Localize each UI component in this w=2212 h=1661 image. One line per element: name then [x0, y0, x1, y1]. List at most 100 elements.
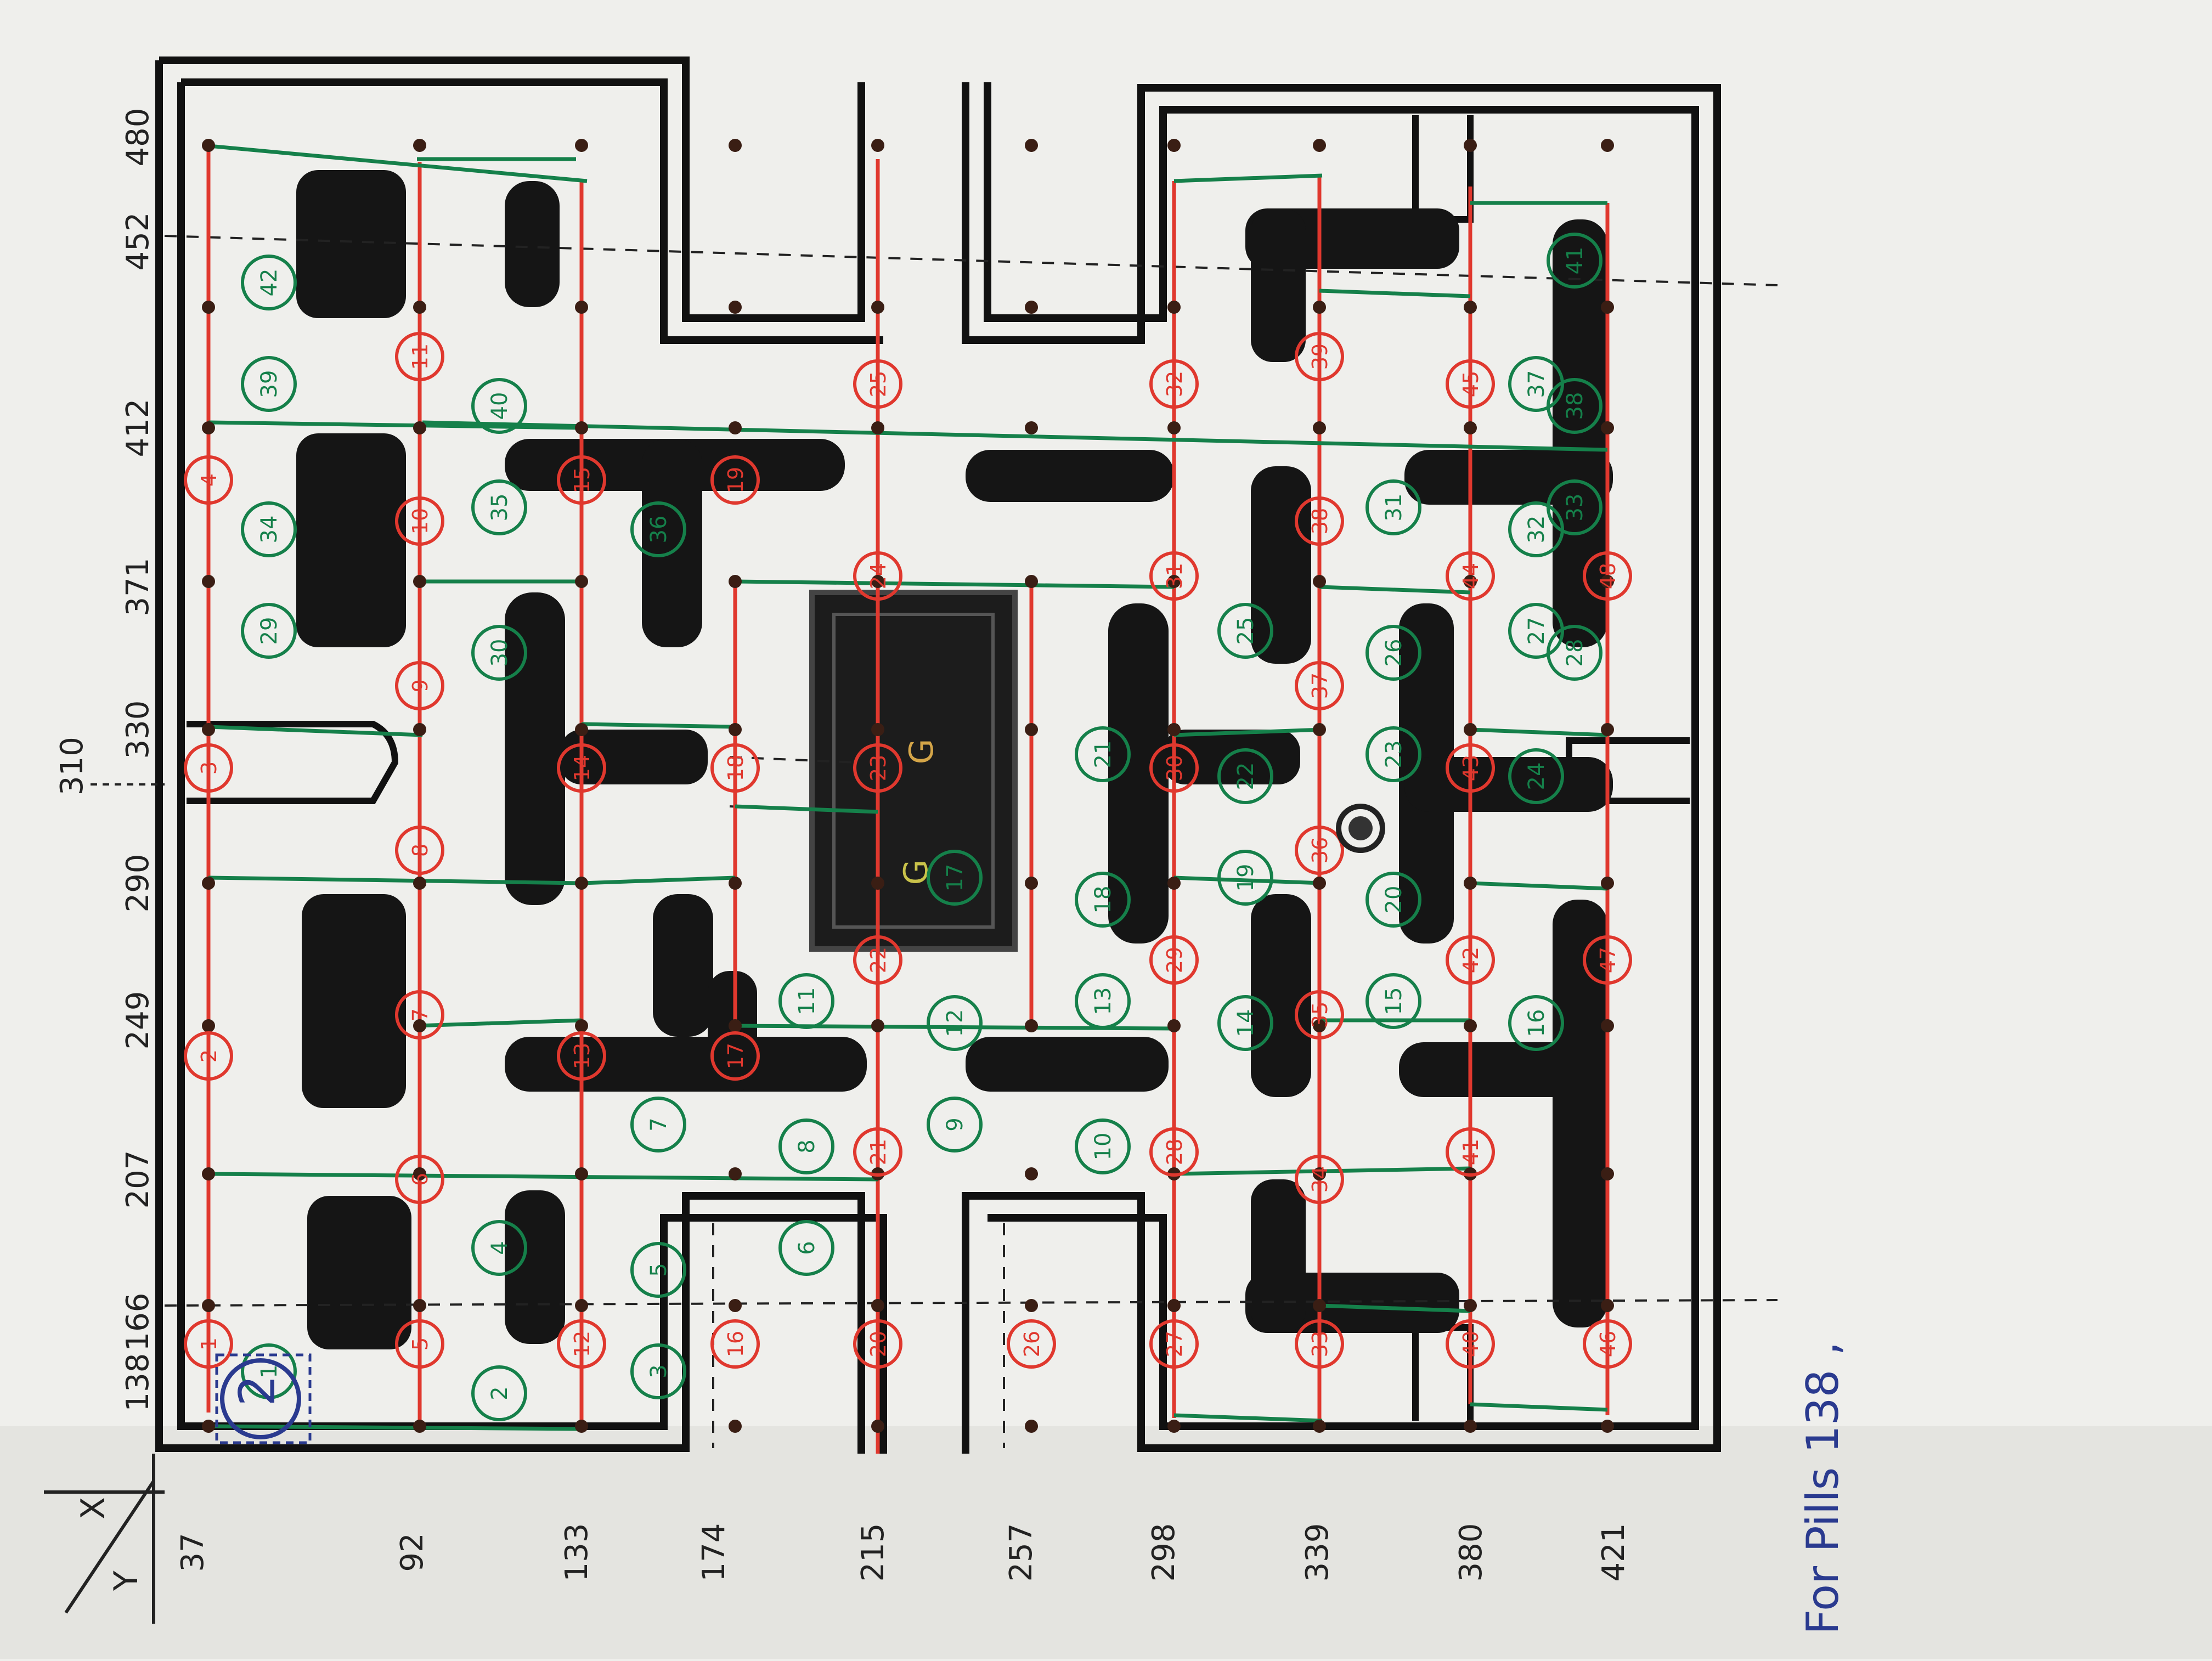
x-axis-label: X — [74, 1497, 112, 1519]
red-node: 47 — [1583, 935, 1632, 985]
junction-dot — [1464, 877, 1477, 890]
green-node-label: 18 — [1091, 886, 1116, 914]
red-node: 5 — [395, 1319, 444, 1369]
junction-dot — [1167, 1019, 1181, 1032]
green-node-label: 21 — [1091, 741, 1116, 769]
junction-dot — [202, 301, 215, 314]
green-node-label: 20 — [1381, 886, 1407, 914]
green-node: 17 — [927, 850, 983, 906]
red-node: 9 — [395, 661, 444, 710]
green-node: 29 — [241, 603, 297, 659]
red-node: 27 — [1149, 1319, 1199, 1369]
junction-dot — [1464, 1420, 1477, 1433]
green-node-label: 17 — [943, 864, 968, 892]
left-axis-label: 421 — [1596, 1523, 1632, 1582]
red-node-label: 25 — [866, 371, 890, 397]
green-node: 10 — [1075, 1118, 1131, 1174]
green-node: 3 — [630, 1343, 686, 1399]
junction-dot — [1167, 723, 1181, 736]
green-node: 7 — [630, 1097, 686, 1152]
junction-dot — [871, 575, 884, 588]
junction-dot — [1313, 1420, 1326, 1433]
red-node-label: 27 — [1163, 1331, 1187, 1357]
green-node-label: 26 — [1381, 639, 1407, 667]
red-node: 1 — [184, 1319, 233, 1369]
green-node-label: 6 — [794, 1241, 820, 1255]
top-axis-label: 412 — [120, 399, 156, 457]
junction-dot — [1601, 877, 1614, 890]
green-node-label: 19 — [1233, 864, 1259, 892]
junction-dot — [1025, 575, 1038, 588]
green-node: 21 — [1075, 726, 1131, 782]
junction-dot — [413, 301, 426, 314]
red-node-label: 22 — [866, 947, 890, 973]
green-node-label: 24 — [1524, 762, 1549, 790]
junction-dot — [1025, 1299, 1038, 1312]
wall-block — [505, 181, 560, 307]
red-node-label: 26 — [1020, 1331, 1044, 1357]
red-node-label: 14 — [570, 755, 594, 781]
junction-dot — [729, 1019, 742, 1032]
junction-dot — [1313, 139, 1326, 152]
junction-dot — [413, 1299, 426, 1312]
wall-block — [1553, 900, 1607, 1327]
junction-dot — [729, 877, 742, 890]
green-node-label: 8 — [794, 1139, 820, 1153]
left-axis-label: 339 — [1300, 1523, 1335, 1582]
green-node: 19 — [1217, 850, 1273, 906]
wall-block — [1108, 603, 1169, 944]
left-axis-label: 133 — [559, 1523, 595, 1582]
junction-dot — [575, 723, 588, 736]
red-node: 28 — [1149, 1127, 1199, 1177]
pacman-marker-fill — [1348, 816, 1373, 840]
junction-dot — [871, 877, 884, 890]
green-node: 35 — [471, 479, 527, 535]
red-node: 19 — [710, 455, 760, 505]
junction-dot — [202, 575, 215, 588]
red-node: 42 — [1446, 935, 1495, 985]
red-node-label: 5 — [408, 1337, 432, 1351]
wall-block — [505, 1037, 867, 1092]
junction-dot — [1167, 1299, 1181, 1312]
red-node-label: 15 — [570, 467, 594, 493]
green-node: 16 — [1508, 995, 1564, 1051]
junction-dot — [575, 139, 588, 152]
red-node: 46 — [1583, 1319, 1632, 1369]
junction-dot — [1025, 1019, 1038, 1032]
green-node: 1 — [241, 1343, 297, 1399]
junction-dot — [202, 1299, 215, 1312]
wall-block — [560, 730, 708, 784]
red-node-label: 31 — [1163, 563, 1187, 589]
junction-dot — [413, 139, 426, 152]
red-node: 32 — [1149, 359, 1199, 409]
green-node: 11 — [778, 973, 834, 1029]
red-node: 13 — [557, 1031, 606, 1081]
red-node-label: 30 — [1163, 755, 1187, 781]
red-node: 35 — [1295, 990, 1344, 1039]
red-node: 38 — [1295, 496, 1344, 546]
junction-dot — [729, 1299, 742, 1312]
junction-dot — [575, 1167, 588, 1180]
junction-dot — [575, 877, 588, 890]
green-node: 12 — [927, 995, 983, 1051]
y-axis-label: Y — [107, 1570, 145, 1591]
top-axis-label: 371 — [120, 558, 156, 617]
junction-dot — [1025, 301, 1038, 314]
red-node: 34 — [1295, 1155, 1344, 1204]
left-axis-label: 380 — [1453, 1523, 1489, 1582]
red-node: 30 — [1149, 743, 1199, 793]
red-node: 48 — [1583, 551, 1632, 601]
green-node: 8 — [778, 1118, 834, 1174]
green-node: 15 — [1365, 973, 1421, 1029]
wall-block — [302, 894, 406, 1108]
junction-dot — [575, 301, 588, 314]
junction-dot — [1167, 301, 1181, 314]
green-node-label: 29 — [257, 617, 282, 645]
junction-dot — [202, 421, 215, 434]
junction-dot — [413, 877, 426, 890]
green-node: 25 — [1217, 603, 1273, 659]
green-node: 18 — [1075, 872, 1131, 928]
wall-block — [505, 592, 565, 905]
wall-block — [1404, 757, 1613, 812]
